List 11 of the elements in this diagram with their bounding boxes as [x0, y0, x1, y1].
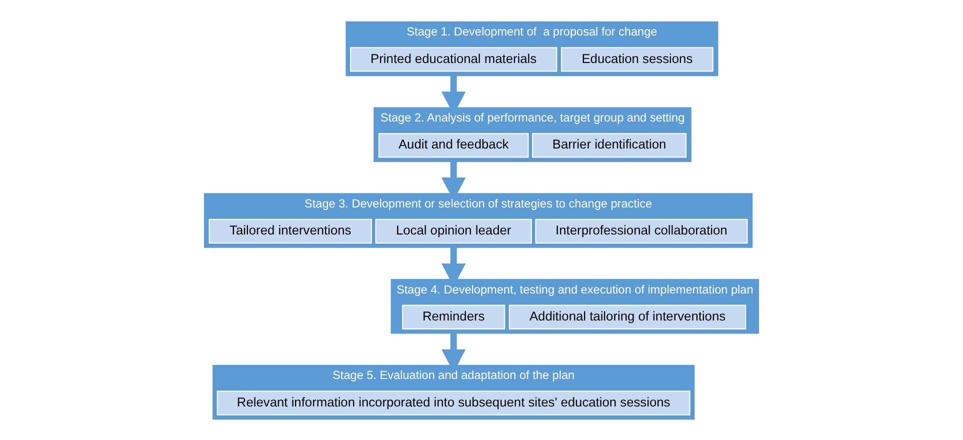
node-box: Local opinion leader — [375, 218, 532, 244]
arrow — [442, 160, 466, 200]
node-box: Interprofessional collaboration — [535, 218, 748, 244]
node-box: Audit and feedback — [378, 132, 529, 158]
node-box: Additional tailoring of interventions — [508, 304, 746, 329]
node-box: Printed educational materials — [350, 46, 558, 72]
node-box: Barrier identification — [532, 132, 687, 158]
node-box: Tailored interventions — [208, 218, 372, 244]
node-box: Reminders — [402, 304, 506, 329]
node-box: Education sessions — [560, 46, 714, 72]
node-box: Relevant information incorporated into subsequent sites' education sessions — [216, 390, 690, 415]
